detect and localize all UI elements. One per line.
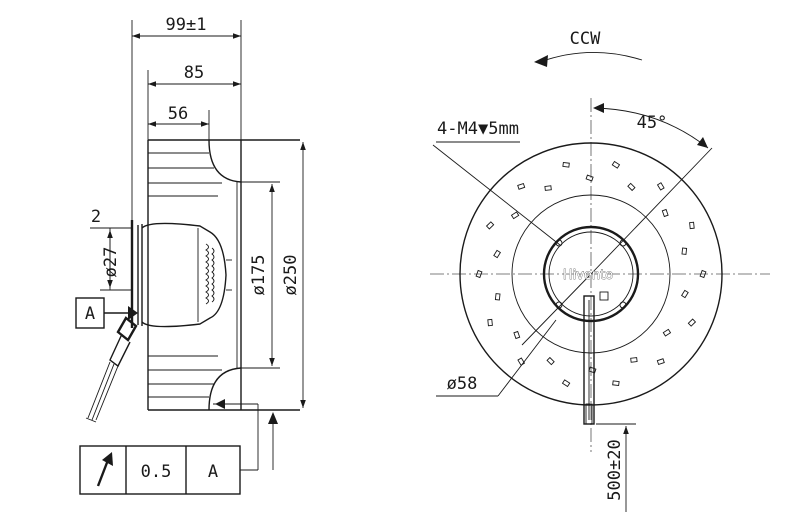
side-view: 99±1 85 56 — [75, 15, 306, 495]
blade-slot — [494, 293, 501, 301]
runout-arrow-icon — [96, 452, 113, 487]
front-view: CCW 45° Hivento 4-M4▼5mm — [430, 29, 770, 512]
mount-callout: 4-M4▼5mm — [436, 119, 520, 143]
dim-outer-dia-label: ø250 — [281, 255, 301, 296]
cable — [85, 316, 138, 423]
blade-slot — [485, 221, 495, 230]
hub-dia-label: ø58 — [447, 374, 478, 394]
blade-slot — [562, 161, 570, 168]
brand-logo: Hivento — [563, 268, 613, 283]
dim-motor-depth: 56 — [148, 104, 209, 127]
mount-label: 4-M4▼5mm — [437, 119, 519, 139]
dim-inner-dia: ø175 — [249, 184, 275, 366]
blade-slot — [544, 185, 552, 191]
blade-slot — [517, 182, 526, 190]
blade-slot — [475, 269, 483, 279]
blade-slot — [585, 174, 594, 182]
tolerance-datum: A — [208, 462, 218, 482]
dim-impeller-depth: 85 — [148, 63, 241, 87]
blade-slot — [630, 357, 638, 363]
tolerance-value: 0.5 — [141, 462, 172, 482]
dim-outer-dia: ø250 — [281, 142, 306, 408]
hub-dia-callout: ø58 — [436, 319, 557, 397]
outer-ring — [459, 142, 723, 406]
blade-slot — [661, 208, 669, 218]
angle-label: 45° — [637, 113, 668, 133]
hub-ring — [542, 225, 640, 323]
dim-angle: 45° — [593, 103, 709, 149]
rotation-label: CCW — [570, 29, 601, 49]
dim-inner-dia-label: ø175 — [249, 255, 269, 296]
rotation-indicator: CCW — [534, 29, 643, 67]
blade-slots — [475, 160, 707, 388]
dim-overall-depth-label: 99±1 — [166, 15, 207, 35]
cable-length-label: 500±20 — [605, 439, 625, 500]
blade-slot — [662, 328, 672, 337]
dim-motor-depth-label: 56 — [168, 104, 188, 124]
flange: 2 ø27 — [90, 207, 134, 328]
blade-slot — [611, 160, 621, 169]
blade-slot — [656, 358, 665, 366]
blade-slot — [687, 318, 697, 327]
motor — [137, 222, 232, 328]
blade-slot — [561, 379, 571, 388]
datum-a-label: A — [85, 304, 95, 324]
blade-slot — [513, 330, 521, 340]
blade-slot — [588, 366, 597, 374]
blade-slot — [656, 182, 665, 191]
datum-a: A — [75, 297, 138, 329]
blade-slot — [689, 221, 695, 230]
blade-slot — [546, 356, 555, 366]
dim-shaft-dia-label: ø27 — [101, 247, 121, 278]
blade-slot — [487, 318, 493, 327]
blade-slot — [612, 380, 620, 387]
dim-cable-length: 500±20 — [596, 423, 636, 512]
blade-slot — [517, 357, 526, 366]
blade-slot — [627, 182, 636, 192]
blade-slot — [699, 269, 707, 279]
front-cable — [583, 291, 609, 425]
dim-flange-label: 2 — [91, 207, 101, 227]
dim-overall-depth: 99±1 — [132, 15, 241, 39]
runout-leader — [213, 399, 278, 471]
inner-ring — [511, 194, 671, 354]
impeller-body — [147, 139, 300, 411]
blade-slot — [493, 249, 502, 259]
tolerance-frame: 0.5 A — [79, 445, 241, 495]
blade-slot — [510, 211, 520, 220]
dim-impeller-depth-label: 85 — [184, 63, 204, 83]
blade-slot — [681, 247, 688, 255]
blade-slot — [680, 289, 689, 299]
